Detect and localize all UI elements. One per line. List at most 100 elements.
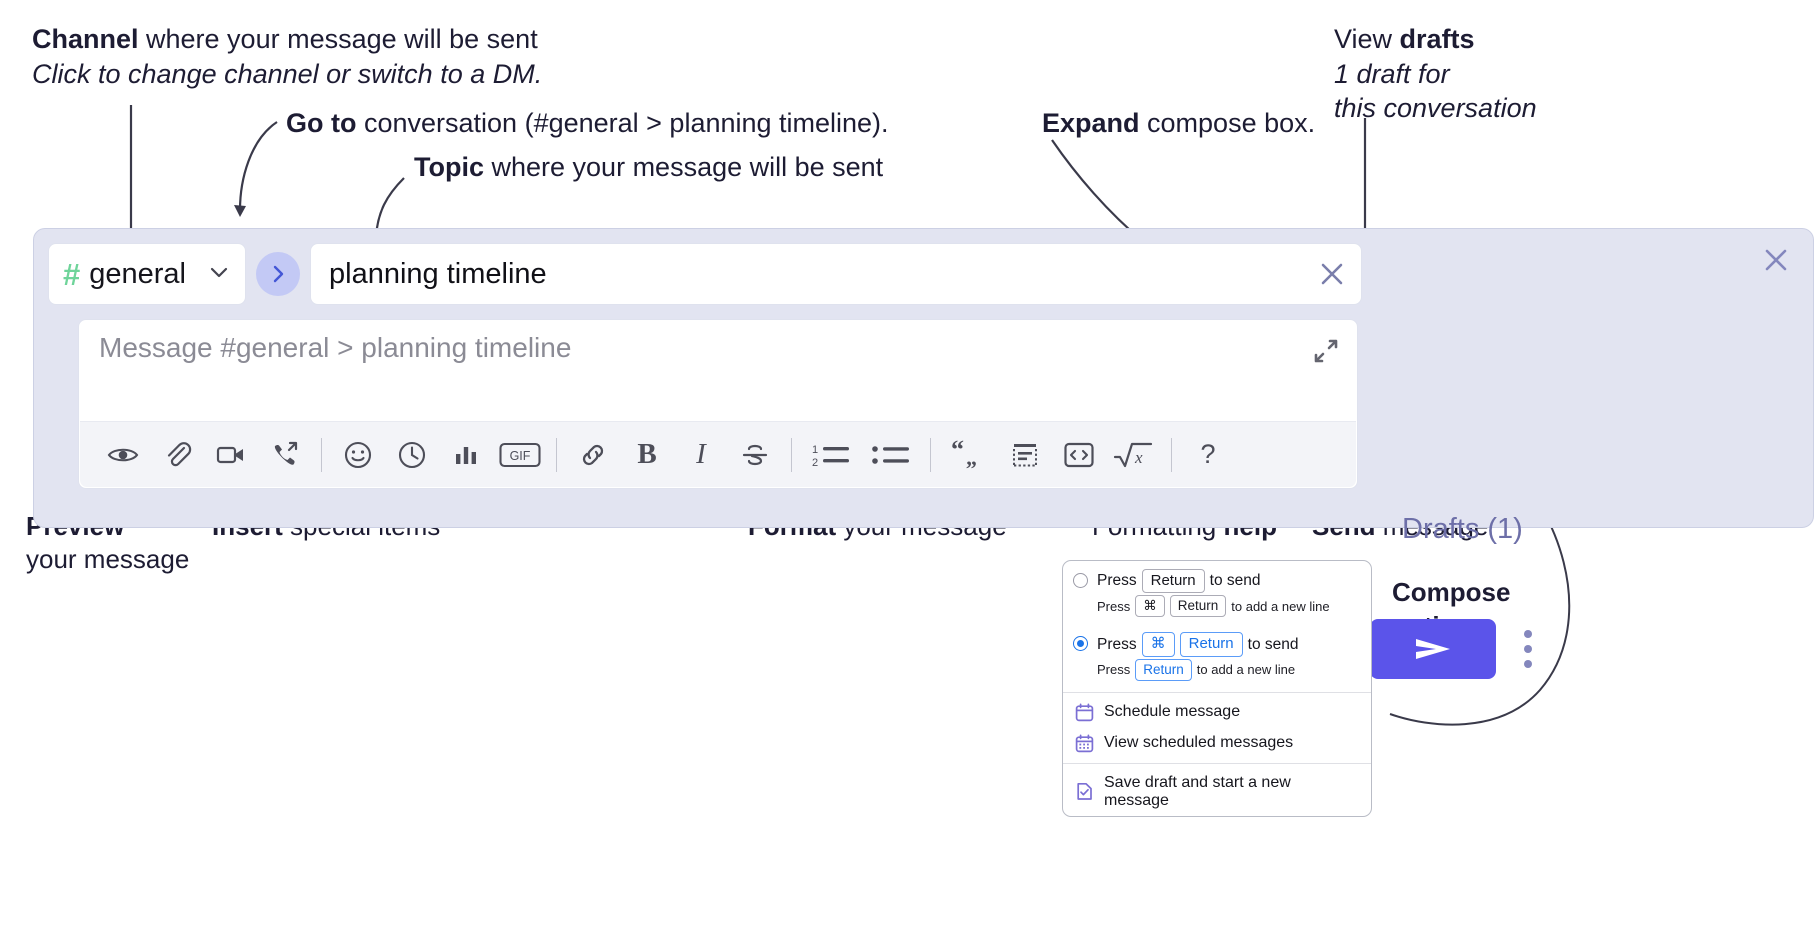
- channel-name: general: [89, 257, 186, 290]
- expand-compose-button[interactable]: [1309, 334, 1343, 368]
- menu-item-label: Save draft and start a new message: [1104, 773, 1291, 809]
- key-return: Return: [1179, 632, 1243, 657]
- panel-close-button[interactable]: [1757, 241, 1795, 279]
- chevron-down-icon: [207, 260, 231, 289]
- annotation-goto-rest: conversation (#general > planning timeli…: [356, 108, 889, 138]
- menu-item-label: View scheduled messages: [1104, 734, 1294, 752]
- option1-sub-pre: Press: [1097, 598, 1131, 614]
- annotation-topic: Topic where your message will be sent: [414, 150, 883, 185]
- menu-item-label: Schedule message: [1104, 703, 1241, 721]
- compose-options-menu: Press Return to send Press ⌘ Return to a…: [1062, 560, 1372, 817]
- annotation-drafts: View drafts 1 draft for this conversatio…: [1334, 22, 1537, 126]
- option2-post: to send: [1247, 635, 1299, 653]
- menu-option2-subtext: Press Return to add a new line: [1063, 657, 1371, 688]
- menu-option-cmd-return-to-send[interactable]: Press ⌘ Return to send: [1063, 624, 1371, 657]
- calendar-icon: [1075, 703, 1094, 722]
- bold-icon[interactable]: B: [637, 438, 657, 470]
- option2-pre: Press: [1097, 635, 1137, 653]
- bulleted-list-icon[interactable]: [861, 428, 921, 482]
- toolbar-divider: [321, 437, 322, 472]
- math-icon[interactable]: x: [1106, 428, 1162, 482]
- toolbar-divider: [1171, 437, 1172, 472]
- send-button[interactable]: [1370, 619, 1496, 679]
- menu-option1-subtext: Press ⌘ Return to add a new line: [1063, 593, 1371, 624]
- annotation-goto: Go to conversation (#general > planning …: [286, 106, 889, 141]
- gif-icon[interactable]: GIF: [493, 428, 547, 482]
- svg-text:2: 2: [812, 457, 818, 469]
- close-icon: [1321, 263, 1343, 285]
- compose-header-row: # general planning timeline: [48, 243, 1362, 305]
- call-icon[interactable]: [258, 428, 312, 482]
- option1-pre: Press: [1097, 572, 1137, 590]
- annotation-channel-rest: where your message will be sent: [138, 24, 538, 54]
- annotation-drafts-sub1: 1 draft for: [1334, 58, 1450, 89]
- menu-item-schedule-message[interactable]: Schedule message: [1063, 697, 1371, 728]
- svg-text:„: „: [966, 445, 977, 470]
- option2-sub-pre: Press: [1097, 662, 1131, 678]
- kebab-dot: [1524, 630, 1532, 638]
- annotation-topic-rest: where your message will be sent: [484, 152, 884, 182]
- help-icon[interactable]: ?: [1200, 439, 1216, 469]
- option1-sub-post: to add a new line: [1231, 598, 1330, 614]
- strikethrough-icon[interactable]: [728, 428, 782, 482]
- attachment-icon[interactable]: [150, 428, 204, 482]
- menu-item-save-draft[interactable]: Save draft and start a new message: [1063, 768, 1371, 816]
- key-return: Return: [1135, 658, 1192, 681]
- svg-text:x: x: [1134, 448, 1143, 467]
- link-icon[interactable]: [566, 428, 620, 482]
- annotation-expand-rest: compose box.: [1139, 108, 1316, 138]
- annotation-channel-bold: Channel: [32, 24, 139, 54]
- clock-icon[interactable]: [385, 428, 439, 482]
- annotation-channel: Channel where your message will be sent …: [32, 22, 542, 91]
- message-composer: Message #general > planning timeline: [78, 319, 1358, 489]
- toolbar-divider: [930, 437, 931, 472]
- menu-divider: [1063, 762, 1371, 764]
- key-return: Return: [1169, 595, 1227, 618]
- calendar-grid-icon: [1075, 734, 1094, 753]
- annotation-drafts-bold: drafts: [1399, 24, 1475, 54]
- expand-icon: [1314, 339, 1338, 363]
- message-input[interactable]: Message #general > planning timeline: [99, 332, 572, 363]
- blockquote-icon[interactable]: “„: [940, 428, 998, 482]
- italic-icon[interactable]: I: [696, 438, 706, 470]
- annotation-channel-sub: Click to change channel or switch to a D…: [32, 58, 543, 89]
- close-icon: [1765, 249, 1787, 271]
- topic-input[interactable]: planning timeline: [310, 243, 1362, 305]
- emoji-icon[interactable]: [331, 428, 385, 482]
- hash-icon: #: [63, 256, 81, 292]
- menu-item-view-scheduled-messages[interactable]: View scheduled messages: [1063, 728, 1371, 759]
- topic-clear-button[interactable]: [1315, 257, 1349, 291]
- annotation-expand-bold: Expand: [1042, 108, 1140, 138]
- channel-selector[interactable]: # general: [48, 243, 246, 305]
- svg-text:1: 1: [812, 444, 818, 456]
- annotation-goto-bold: Go to: [286, 108, 357, 138]
- annotation-preview-line2: your message: [26, 544, 190, 575]
- menu-option-return-to-send[interactable]: Press Return to send: [1063, 561, 1371, 594]
- drafts-link[interactable]: Drafts (1): [1402, 513, 1523, 545]
- code-icon[interactable]: [1052, 428, 1106, 482]
- code-block-icon[interactable]: [998, 428, 1052, 482]
- goto-conversation-button[interactable]: [256, 252, 300, 296]
- toolbar-divider: [791, 437, 792, 472]
- key-return: Return: [1141, 569, 1205, 594]
- compose-options-button[interactable]: [1514, 621, 1542, 677]
- option1-post: to send: [1209, 572, 1261, 590]
- key-command: ⌘: [1135, 595, 1165, 618]
- video-icon[interactable]: [204, 428, 258, 482]
- menu-divider: [1063, 691, 1371, 693]
- topic-value: planning timeline: [329, 257, 547, 290]
- send-icon: [1416, 639, 1450, 659]
- poll-icon[interactable]: [439, 428, 493, 482]
- kebab-dot: [1524, 660, 1532, 668]
- radio-selected-icon: [1073, 636, 1088, 652]
- option2-sub-post: to add a new line: [1196, 662, 1296, 678]
- compose-panel: # general planning timeline Message #gen…: [33, 228, 1814, 679]
- svg-text:GIF: GIF: [510, 449, 531, 463]
- annotation-expand: Expand compose box.: [1042, 106, 1315, 141]
- annotation-drafts-pre: View: [1334, 24, 1400, 54]
- annotation-drafts-sub2: this conversation: [1334, 93, 1537, 124]
- chevron-right-icon: [273, 265, 284, 283]
- preview-icon[interactable]: [96, 428, 150, 482]
